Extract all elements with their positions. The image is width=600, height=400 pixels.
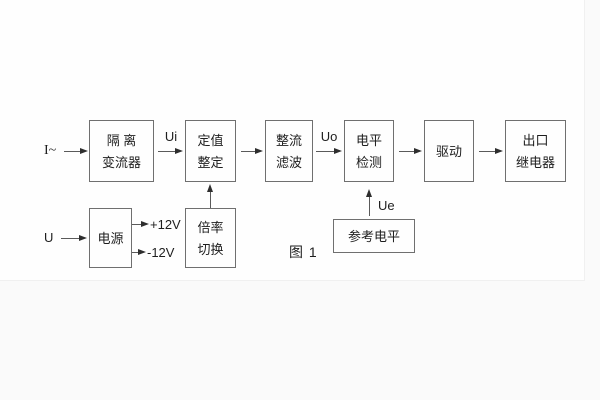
arrow-isolation-to-setpoint [158,148,183,154]
block-isolation-line2: 变流器 [101,154,141,170]
rail-pos-label: +12V [150,217,181,232]
current-input-label: I~ [44,143,57,158]
block-output-relay: 出口 继电器 [505,120,566,182]
rail-neg-label: -12V [147,245,175,260]
block-ratio-switch: 倍率 切换 [185,208,236,268]
block-drive-label: 驱动 [435,143,462,159]
block-level-detect: 电平 检测 [344,120,394,182]
block-ratio-line2: 切换 [197,241,224,257]
block-power-supply: 电源 [89,208,132,268]
block-setpoint-adjust: 定值 整定 [185,120,236,182]
block-setpoint-line1: 定值 [197,132,224,148]
block-reference-label: 参考电平 [347,228,400,244]
voltage-input-label: U [44,230,54,245]
figure-caption: 图 1 [289,244,318,260]
block-ratio-line1: 倍率 [197,219,224,235]
block-level-line1: 电平 [355,132,382,148]
block-power-label: 电源 [97,230,124,246]
arrow-rectify-to-level [316,148,342,154]
arrow-power-rail-neg [132,249,146,255]
arrow-drive-to-relay [479,148,503,154]
signal-uo-label: Uo [320,129,338,144]
block-rectify-line2: 滤波 [275,154,302,170]
arrow-current-input [64,148,88,154]
block-relay-line1: 出口 [522,132,549,148]
block-level-line2: 检测 [355,154,382,170]
arrow-voltage-input [61,235,87,241]
block-setpoint-line2: 整定 [197,154,224,170]
block-rectify-line1: 整流 [275,132,302,148]
block-relay-line2: 继电器 [515,154,555,170]
block-rectify-filter: 整流 滤波 [265,120,313,182]
block-isolation-transformer: 隔 离 变流器 [89,120,154,182]
block-reference-level: 参考电平 [333,219,415,253]
arrow-ratio-to-setpoint [207,184,213,208]
signal-ui-label: Ui [164,129,178,144]
block-drive: 驱动 [424,120,474,182]
arrow-setpoint-to-rectify [241,148,263,154]
block-isolation-line1: 隔 离 [106,132,137,148]
signal-ue-label: Ue [378,198,395,213]
arrow-level-to-drive [399,148,422,154]
arrow-power-rail-pos [132,221,149,227]
arrow-reference-to-level [366,189,372,216]
